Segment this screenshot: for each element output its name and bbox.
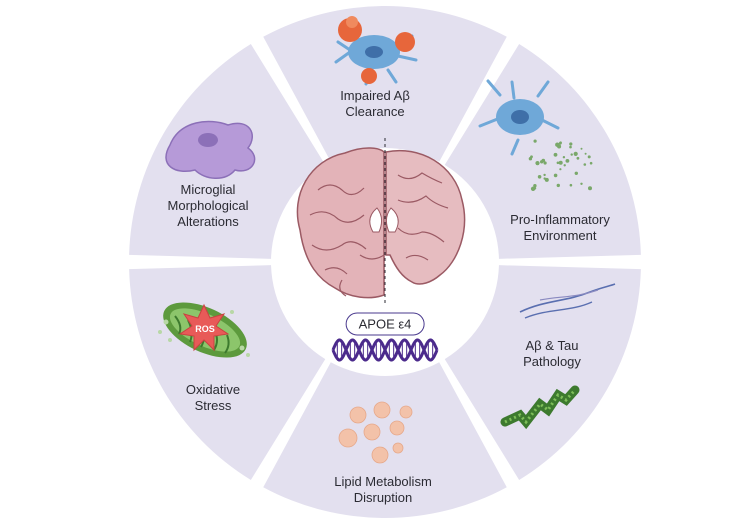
label-line: Microglial xyxy=(180,182,236,197)
microglia-amyloid-icon xyxy=(334,16,418,86)
cytokine-particle xyxy=(562,156,566,159)
label-line: Environment xyxy=(523,228,597,243)
cytokine-particle xyxy=(535,161,540,166)
label-line: Morphological xyxy=(167,198,249,213)
apoe-e4-label: APOE ε4 xyxy=(345,312,425,336)
cytokine-particle xyxy=(556,161,560,165)
cytokine-particle xyxy=(587,155,591,159)
label-line: Disruption xyxy=(353,490,413,505)
cytokine-particle xyxy=(553,173,558,178)
cytokine-particle xyxy=(584,152,587,155)
dna-helix-icon xyxy=(331,338,439,362)
cytokine-particle xyxy=(563,164,566,167)
ros-badge: ROS xyxy=(195,324,215,334)
cytokine-particle xyxy=(583,163,587,166)
cytokine-particle xyxy=(556,183,560,188)
cytokine-particle xyxy=(533,139,537,143)
lipid-droplets-icon xyxy=(338,401,413,464)
label-line: Clearance xyxy=(345,104,405,119)
label-line: Lipid Metabolism xyxy=(334,474,432,489)
cytokine-particle xyxy=(589,161,593,165)
cytokine-particle xyxy=(580,147,583,150)
label-line: Impaired Aβ xyxy=(340,88,410,103)
dna-strand xyxy=(331,338,439,362)
cytokine-particle xyxy=(573,151,578,156)
cytokine-particle xyxy=(559,168,562,171)
cytokine-particle xyxy=(569,145,572,149)
segment-impaired-ab-clearance xyxy=(263,6,507,162)
segment-label-pro-inflammatory-environment: Pro-Inflammatory Environment xyxy=(510,212,610,244)
segment-pro-inflammatory-environment xyxy=(444,43,641,259)
label-line: Alterations xyxy=(177,214,239,229)
cytokine-particle xyxy=(569,183,573,187)
cytokine-particle xyxy=(553,152,558,157)
brain-icon xyxy=(296,138,466,303)
cytokine-particle xyxy=(537,175,542,179)
cytokine-particle xyxy=(570,153,573,156)
inflammatory-microglia-icon xyxy=(478,79,593,191)
cytokine-particle xyxy=(569,142,573,146)
cytokine-particle xyxy=(543,161,547,165)
cytokine-particle xyxy=(543,173,546,177)
cytokine-particle xyxy=(528,157,533,161)
cytokine-particle xyxy=(558,160,563,165)
label-line: Stress xyxy=(194,398,232,413)
segment-ring xyxy=(129,6,641,518)
cytokine-particle xyxy=(544,177,549,182)
cytokine-particle xyxy=(576,156,580,160)
segment-label-microglial-morphological-alterations: Microglial Morphological Alterations xyxy=(168,182,249,230)
cytokine-particle xyxy=(588,186,592,191)
cytokine-particle xyxy=(557,144,562,149)
segment-lipid-metabolism-disruption xyxy=(263,362,507,518)
label-line: Pro-Inflammatory xyxy=(510,212,610,227)
mitochondrion-ros-icon: ROS xyxy=(158,302,250,358)
cytokine-particle xyxy=(565,159,570,163)
segment-label-lipid-metabolism-disruption: Lipid Metabolism Disruption xyxy=(334,474,432,506)
segment-label-ab-tau-pathology: Aβ & Tau Pathology xyxy=(523,338,581,370)
tau-fibril-icon xyxy=(500,283,616,430)
segment-label-impaired-ab-clearance: Impaired Aβ Clearance xyxy=(340,88,410,120)
segment-ab-tau-pathology xyxy=(444,265,641,481)
amoeboid-microglia-icon xyxy=(165,120,256,179)
cytokine-particle xyxy=(558,141,562,145)
label-line: Aβ & Tau xyxy=(525,338,579,353)
label-line: Pathology xyxy=(523,354,581,369)
cytokine-particle xyxy=(580,182,583,185)
label-line: Oxidative xyxy=(185,382,241,397)
cytokine-particle xyxy=(574,171,578,175)
cytokine-particle xyxy=(541,158,546,163)
segment-label-oxidative-stress: Oxidative Stress xyxy=(186,382,240,414)
cytokine-particle xyxy=(533,184,537,188)
cytokine-particle xyxy=(533,186,537,190)
